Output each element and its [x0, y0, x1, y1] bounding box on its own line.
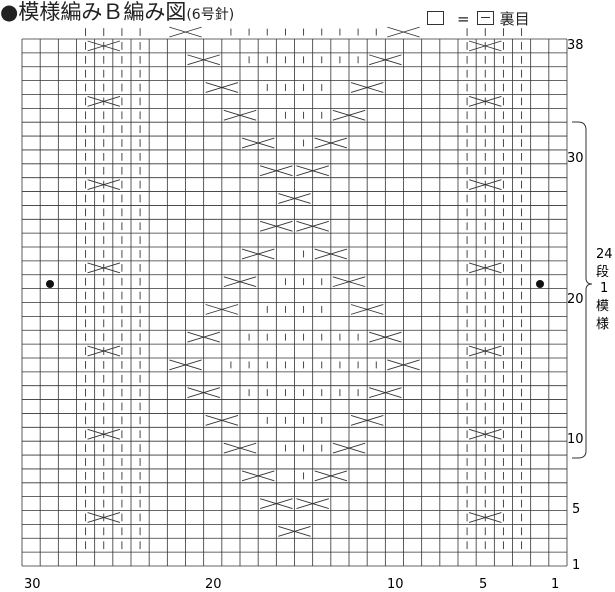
- row-label-1: 1: [572, 558, 580, 573]
- diamond-cross: [260, 220, 293, 232]
- col-label-1: 1: [551, 577, 559, 592]
- col-label-20: 20: [205, 577, 222, 592]
- cable-cross-left: [87, 512, 121, 523]
- stitch-symbols: [85, 26, 523, 550]
- diamond-cross: [369, 331, 402, 343]
- chart-grid: [21, 38, 568, 567]
- diamond-cross: [223, 442, 257, 454]
- cable-cross-left: [87, 179, 121, 190]
- cable-cross-right: [468, 96, 502, 107]
- cable-cross-right: [468, 262, 502, 274]
- diamond-cross: [296, 220, 329, 232]
- diamond-cross: [296, 165, 329, 177]
- diamond-cross: [187, 387, 220, 399]
- diamond-cross: [187, 54, 220, 66]
- diamond-cross: [169, 359, 202, 371]
- repeat-pattern-2: 様: [596, 317, 609, 332]
- diamond-cross: [314, 248, 348, 260]
- diamond-cross: [332, 276, 366, 288]
- legend-reverse-label: 裏目: [499, 10, 530, 28]
- diamond-cross: [223, 276, 257, 288]
- repeat-bracket: [572, 121, 593, 459]
- title-main: ●模様編みＢ編み図: [0, 0, 187, 24]
- diamond-cross: [241, 470, 275, 482]
- legend-equals: =: [457, 10, 470, 28]
- cable-cross-left: [87, 262, 121, 274]
- diamond-cross: [350, 304, 384, 315]
- diamond-cross: [387, 359, 420, 371]
- center-marker-dot-left: [46, 280, 54, 288]
- diamond-cross: [278, 525, 311, 537]
- knit-symbol-icon: [427, 11, 444, 25]
- diamond-cross: [332, 109, 366, 121]
- diamond-cross: [387, 26, 420, 38]
- diamond-cross: [223, 109, 257, 121]
- center-marker-dot-right: [536, 280, 544, 288]
- diamond-cross: [241, 137, 275, 149]
- diamond-cross: [260, 165, 293, 177]
- cable-cross-left: [87, 40, 121, 52]
- diamond-cross: [350, 415, 384, 426]
- diamond-cross: [278, 193, 311, 204]
- diamond-cross: [260, 498, 293, 509]
- row-label-5: 5: [572, 502, 580, 517]
- cable-cross-left: [87, 96, 121, 107]
- repeat-pattern-1: 模: [596, 299, 609, 314]
- diamond-cross: [241, 248, 275, 260]
- cable-cross-left: [87, 345, 121, 357]
- chart-title: ●模様編みＢ編み図(6号針): [0, 0, 234, 26]
- diamond-cross: [205, 82, 239, 93]
- diamond-cross: [350, 82, 384, 93]
- cable-cross-right: [468, 428, 502, 440]
- cable-cross-left: [87, 428, 121, 440]
- diamond-cross: [369, 54, 402, 66]
- repeat-one: 1: [600, 281, 608, 296]
- diamond-cross: [169, 26, 202, 38]
- cable-cross-right: [468, 179, 502, 190]
- cable-cross-right: [468, 345, 502, 357]
- diamond-cross: [205, 304, 239, 315]
- purl-symbol-icon: [476, 11, 494, 25]
- repeat-unit: 段: [596, 265, 609, 280]
- diamond-cross: [369, 387, 402, 399]
- diamond-cross: [205, 415, 239, 426]
- legend: = 裏目: [427, 8, 530, 29]
- row-label-10: 10: [567, 432, 584, 447]
- col-label-10: 10: [387, 577, 404, 592]
- diamond-cross: [187, 331, 220, 343]
- diamond-cross: [314, 470, 348, 482]
- row-label-38: 38: [567, 38, 584, 53]
- diamond-cross: [314, 137, 348, 149]
- cable-cross-right: [468, 512, 502, 523]
- col-label-5: 5: [479, 577, 487, 592]
- row-label-20: 20: [567, 292, 584, 307]
- repeat-count: 24: [596, 247, 613, 262]
- diamond-cross: [332, 442, 366, 454]
- cable-cross-right: [468, 40, 502, 52]
- title-needle: (6号針): [186, 7, 235, 23]
- row-label-30: 30: [567, 151, 584, 166]
- col-label-30: 30: [24, 577, 41, 592]
- diamond-cross: [296, 498, 329, 509]
